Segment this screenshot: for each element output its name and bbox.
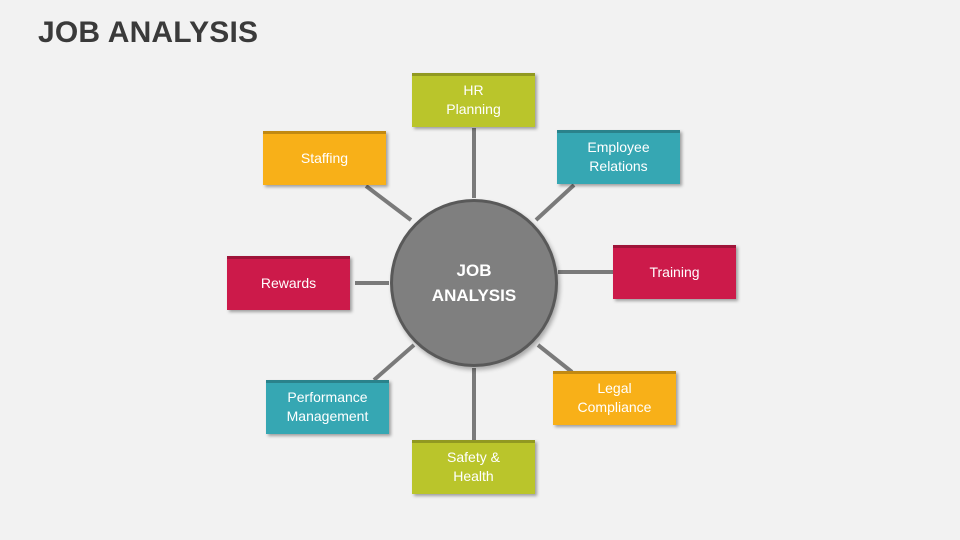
node-staffing: Staffing	[263, 131, 386, 185]
node-safety-health: Safety & Health	[412, 440, 535, 494]
node-rewards: Rewards	[227, 256, 350, 310]
hub-job-analysis: JOB ANALYSIS	[390, 199, 558, 367]
node-performance-management: Performance Management	[266, 380, 389, 434]
node-hr-planning: HR Planning	[412, 73, 535, 127]
node-training: Training	[613, 245, 736, 299]
connector-employee-relations	[534, 183, 576, 222]
connector-performance-management	[372, 343, 416, 382]
node-legal-compliance: Legal Compliance	[553, 371, 676, 425]
connector-legal-compliance	[536, 343, 574, 374]
page-title: JOB ANALYSIS	[38, 16, 259, 49]
node-employee-relations: Employee Relations	[557, 130, 680, 184]
connector-staffing	[364, 184, 413, 222]
